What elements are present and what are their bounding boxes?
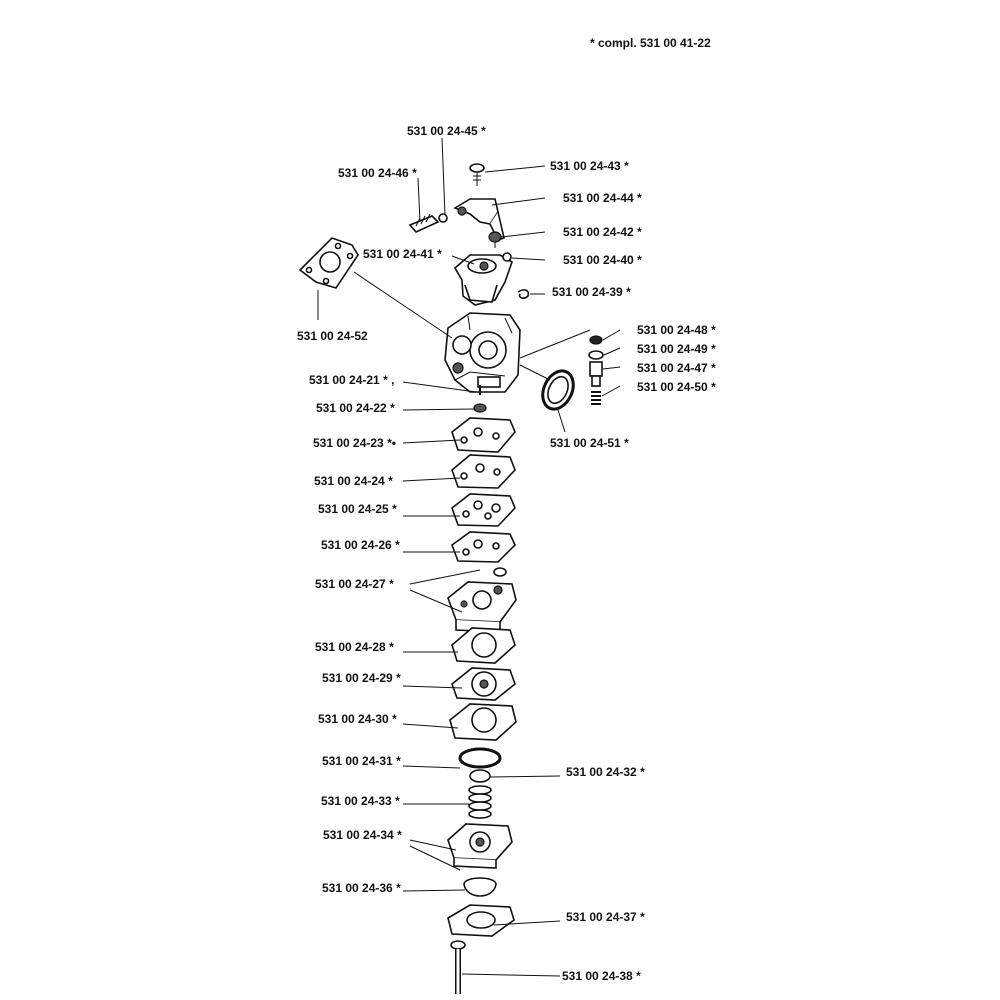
label-part-24: 531 00 24-24 * — [314, 474, 393, 488]
label-part-45: 531 00 24-45 * — [407, 124, 486, 138]
label-part-36: 531 00 24-36 * — [322, 881, 401, 895]
gasket-part-24 — [451, 454, 516, 489]
diaphragm-part-25 — [451, 493, 516, 527]
flange-part-37 — [447, 904, 515, 937]
diaphragm-part-29 — [451, 667, 516, 701]
label-part-51: 531 00 24-51 * — [550, 436, 629, 450]
cover-plate-part-30 — [449, 703, 517, 741]
screw-part-43 — [469, 163, 485, 186]
plate-part-23 — [451, 417, 516, 453]
label-part-47: 531 00 24-47 * — [637, 361, 716, 375]
pump-body-part-27 — [447, 567, 517, 633]
disc-part-32 — [469, 769, 491, 783]
label-part-34: 531 00 24-34 * — [323, 828, 402, 842]
o-ring-part-49 — [588, 350, 604, 360]
gasket-part-28 — [451, 627, 516, 664]
cap-part-42 — [488, 231, 502, 248]
label-part-43: 531 00 24-43 * — [550, 159, 629, 173]
label-part-40: 531 00 24-40 * — [563, 253, 642, 267]
leader-lines — [317, 137, 621, 977]
pump-cover-part-34 — [447, 823, 513, 869]
lever-bracket-part-44 — [453, 198, 505, 241]
label-part-50: 531 00 24-50 * — [637, 380, 716, 394]
carburetor-main-body — [444, 312, 521, 393]
needle-spring-part-46 — [408, 213, 448, 233]
label-part-23: 531 00 24-23 *• — [313, 436, 396, 450]
fitting-part-47 — [589, 361, 603, 387]
label-part-32: 531 00 24-32 * — [566, 765, 645, 779]
label-part-41: 531 00 24-41 * — [363, 247, 442, 261]
plate-part-26 — [451, 531, 516, 563]
label-part-46: 531 00 24-46 * — [338, 166, 417, 180]
label-part-33: 531 00 24-33 * — [321, 794, 400, 808]
spring-part-50 — [591, 391, 601, 405]
label-part-31: 531 00 24-31 * — [322, 754, 401, 768]
label-part-49: 531 00 24-49 * — [637, 342, 716, 356]
throttle-body-part-41 — [453, 252, 513, 306]
label-part-27: 531 00 24-27 * — [315, 577, 394, 591]
ring-gasket-part-51 — [541, 369, 575, 411]
label-part-26: 531 00 24-26 * — [321, 538, 400, 552]
label-part-28: 531 00 24-28 * — [315, 640, 394, 654]
label-part-48: 531 00 24-48 * — [637, 323, 716, 337]
label-part-39: 531 00 24-39 * — [552, 285, 631, 299]
label-part-52: 531 00 24-52 — [297, 329, 368, 343]
label-part-21: 531 00 24-21 * , — [309, 373, 394, 387]
label-part-30: 531 00 24-30 * — [318, 712, 397, 726]
label-part-29: 531 00 24-29 * — [322, 671, 401, 685]
gasket-part-52 — [298, 237, 359, 289]
label-part-42: 531 00 24-42 * — [563, 225, 642, 239]
clip-part-39 — [517, 289, 530, 299]
primer-bulb-part-36 — [463, 877, 497, 897]
screw-part-38 — [450, 940, 466, 994]
screw-part-48 — [589, 335, 603, 345]
label-part-44: 531 00 24-44 * — [563, 191, 642, 205]
label-part-38: 531 00 24-38 * — [562, 969, 641, 983]
label-part-25: 531 00 24-25 * — [318, 502, 397, 516]
screen-part-22 — [473, 403, 487, 413]
label-part-22: 531 00 24-22 * — [316, 401, 395, 415]
label-part-37: 531 00 24-37 * — [566, 910, 645, 924]
complete-kit-note: * compl. 531 00 41-22 — [590, 36, 711, 50]
spring-part-33 — [468, 785, 492, 819]
ring-part-31 — [458, 747, 502, 769]
